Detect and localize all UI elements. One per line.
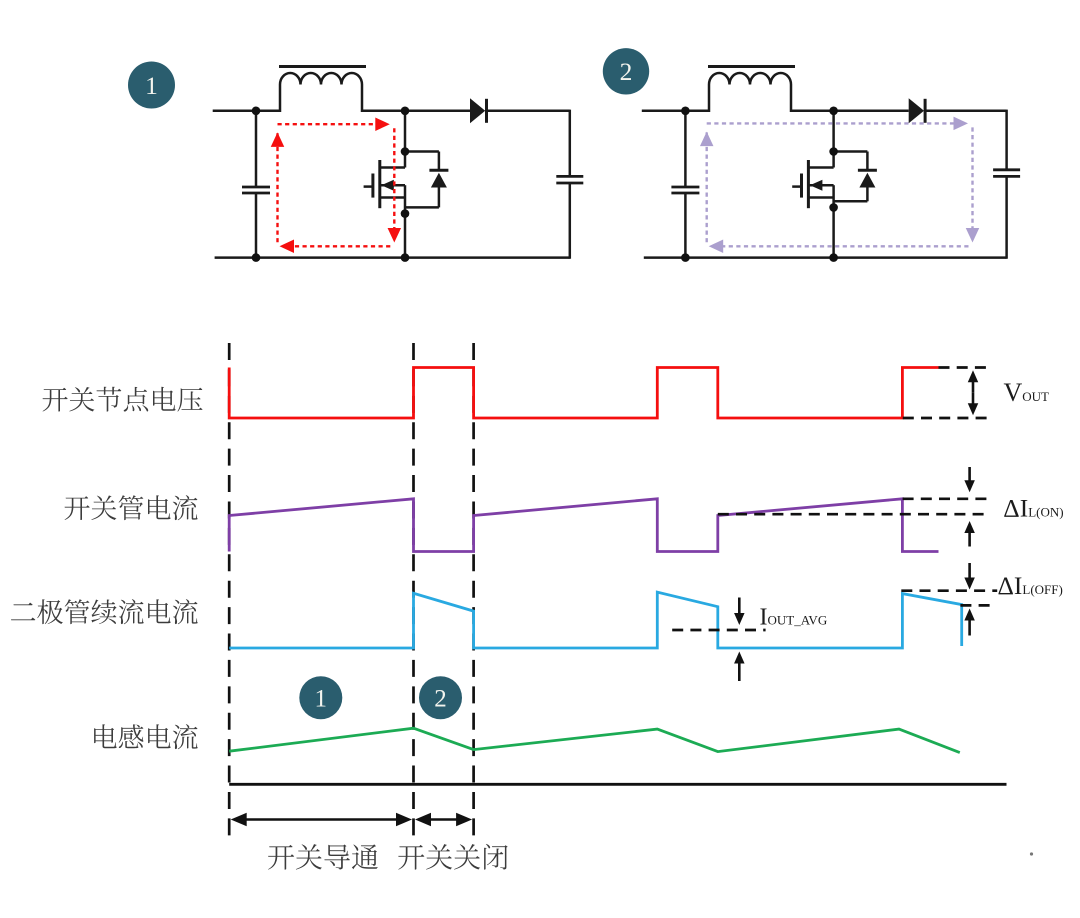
svg-text:2: 2 — [434, 685, 447, 712]
svg-text:1: 1 — [145, 71, 158, 100]
svg-text:2: 2 — [620, 57, 633, 86]
svg-text:1: 1 — [315, 685, 328, 712]
